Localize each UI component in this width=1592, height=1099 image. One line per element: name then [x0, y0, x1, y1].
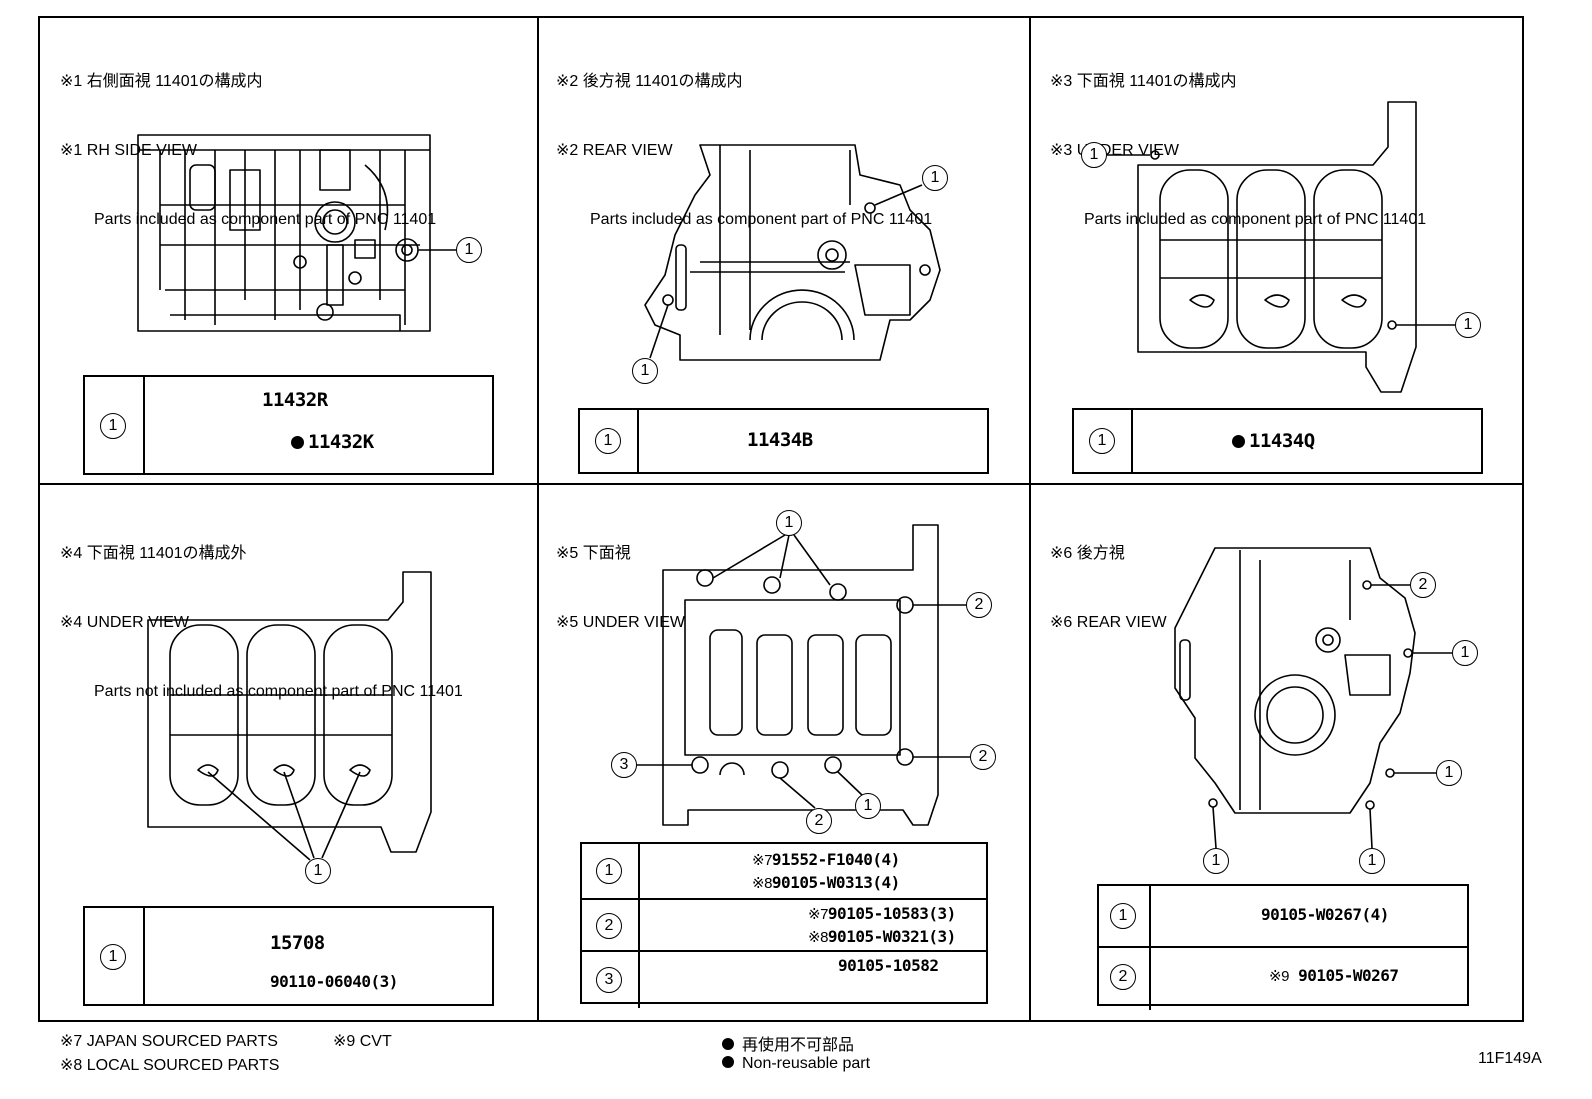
part-number-11432K: 11432K — [291, 431, 374, 453]
parts-table-6: 1 90105-W0267(4) 2 ※9 90105-W0267 — [1097, 884, 1469, 1010]
callout-2: 2 — [970, 744, 996, 770]
part-number-15708: 15708 — [270, 932, 325, 954]
divider-v1 — [537, 16, 539, 1022]
part-number-91552-F1040: ※791552-F1040(4) — [752, 850, 900, 869]
table-row: 2 ※790105-10583(3) ※890105-W0321(3) — [582, 898, 986, 952]
callout-2: 2 — [596, 913, 622, 939]
callout-1: 1 — [1110, 903, 1136, 929]
callout-1: 1 — [776, 510, 802, 536]
panel-2-header: ※2 後方視 11401の構成内 ※2 REAR VIEW Parts incl… — [556, 73, 933, 228]
non-reusable-dot-icon — [722, 1056, 734, 1068]
table-index-cell: 1 — [1074, 410, 1133, 472]
callout-1: 1 — [1359, 848, 1385, 874]
parts-table-1: 1 11432R 11432K — [83, 375, 494, 475]
part-number-90105-10582: 90105-10582 — [838, 956, 939, 975]
callout-1: 1 — [596, 858, 622, 884]
non-reusable-dot-icon — [291, 436, 304, 449]
table-row: 1 90105-W0267(4) — [1099, 886, 1467, 946]
rear-view-block-drawing-6 — [1174, 547, 1452, 849]
callout-1: 1 — [1081, 142, 1107, 168]
callout-3: 3 — [596, 967, 622, 993]
callout-1: 1 — [855, 793, 881, 819]
part-number-11434Q: 11434Q — [1232, 430, 1315, 452]
divider-h — [38, 483, 1524, 485]
callout-3: 3 — [611, 752, 637, 778]
table-row: 3 90105-10582 — [582, 950, 986, 1008]
callout-2: 2 — [806, 808, 832, 834]
table-index-cell: 1 — [85, 908, 145, 1004]
callout-1: 1 — [922, 165, 948, 191]
part-number-90105-W0267-qty4: 90105-W0267(4) — [1261, 905, 1389, 924]
rear-view-block-drawing — [644, 144, 941, 361]
callout-1: 1 — [632, 358, 658, 384]
callout-1: 1 — [1452, 640, 1478, 666]
part-number-90105-W0267: ※9 90105-W0267 — [1269, 966, 1399, 985]
figure-id: 11F149A — [1478, 1050, 1542, 1067]
callout-2: 2 — [966, 592, 992, 618]
callout-1: 1 — [1089, 428, 1115, 454]
table-index-cell: 1 — [85, 377, 145, 473]
callout-1: 1 — [595, 428, 621, 454]
legend-en: Non-reusable part — [722, 1055, 870, 1073]
callout-1: 1 — [305, 858, 331, 884]
table-index-cell: 1 — [580, 410, 639, 472]
part-number-11432R: 11432R — [262, 389, 328, 411]
note-local-sourced: ※8 LOCAL SOURCED PARTS — [60, 1057, 280, 1074]
non-reusable-dot-icon — [1232, 435, 1245, 448]
part-number-90105-W0313: ※890105-W0313(4) — [752, 873, 900, 892]
part-number-11434B: 11434B — [747, 429, 813, 451]
diagram-frame — [38, 16, 1524, 1022]
part-number-90105-W0321: ※890105-W0321(3) — [808, 927, 956, 946]
legend-jp: 再使用不可部品 — [722, 1031, 854, 1055]
parts-table-5: 1 ※791552-F1040(4) ※890105-W0313(4) 2 ※7… — [580, 842, 988, 1008]
panel-5-header: ※5 下面視 ※5 UNDER VIEW — [556, 545, 685, 631]
part-number-90105-10583: ※790105-10583(3) — [808, 904, 956, 923]
callout-1: 1 — [1203, 848, 1229, 874]
callout-2: 2 — [1410, 572, 1436, 598]
under-view-block-drawing-5 — [637, 524, 970, 826]
parts-table-4: 1 15708 90110-06040(3) — [83, 906, 494, 1006]
callout-1: 1 — [1455, 312, 1481, 338]
non-reusable-dot-icon — [722, 1038, 734, 1050]
part-number-90110-06040: 90110-06040(3) — [270, 972, 398, 991]
panel-6-header: ※6 後方視 ※6 REAR VIEW — [1050, 545, 1167, 631]
table-row: 1 ※791552-F1040(4) ※890105-W0313(4) — [582, 844, 986, 898]
under-view-block-drawing-3 — [1107, 101, 1455, 393]
callout-1: 1 — [456, 237, 482, 263]
parts-table-2: 1 11434B — [578, 408, 989, 474]
note-cvt: ※9 CVT — [333, 1033, 392, 1050]
callout-1: 1 — [1436, 760, 1462, 786]
note-japan-sourced: ※7 JAPAN SOURCED PARTS — [60, 1033, 278, 1050]
divider-v2 — [1029, 16, 1031, 1022]
rh-side-block-drawing — [137, 134, 456, 332]
table-row: 2 ※9 90105-W0267 — [1099, 946, 1467, 1010]
callout-2: 2 — [1110, 964, 1136, 990]
under-view-block-drawing-4 — [147, 571, 432, 861]
parts-table-3: 1 11434Q — [1072, 408, 1483, 474]
callout-1: 1 — [100, 944, 126, 970]
callout-1: 1 — [100, 413, 126, 439]
